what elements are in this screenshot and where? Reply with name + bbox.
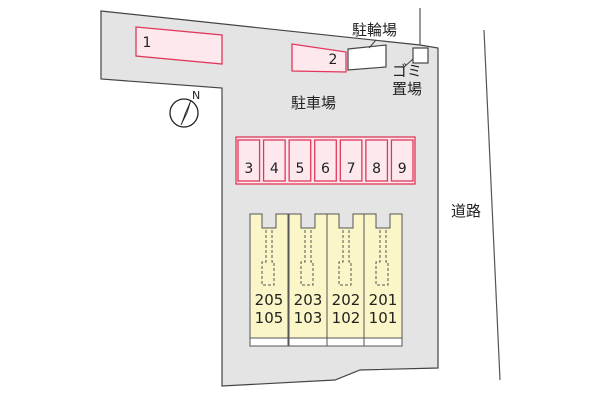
north-arrow-icon: N [169,89,200,128]
north-label: N [192,89,200,102]
room-number-lower: 103 [294,309,323,327]
garbage-label-leader [402,58,414,69]
stall-number: 8 [372,161,381,177]
room-number-upper: 203 [294,291,323,309]
parking-stall-5: 5 [288,139,312,182]
bicycle-parking [347,44,387,71]
stall-number: 1 [143,35,152,51]
stall-number: 6 [321,161,330,177]
room-number-upper: 202 [332,291,361,309]
garbage-label-line2: 置場 [392,80,422,98]
garbage-station [412,47,429,64]
bicycle-parking-label: 駐輪場 [352,21,397,39]
parking-stall-6: 6 [314,139,337,182]
parking-stall-3: 3 [237,139,261,182]
garbage-label-line1: ゴミ [392,62,422,80]
stall-number: 2 [329,52,338,68]
parking-stall-7: 7 [339,139,363,182]
road-right-edge [483,29,501,381]
room-number-lower: 105 [255,309,284,327]
parking-stall-2: 2 [291,43,347,73]
room-number-lower: 102 [332,309,361,327]
stall-number: 9 [398,161,407,177]
stall-number: 4 [270,161,279,177]
parking-lot-label: 駐車場 [291,94,336,112]
parking-stall-9: 9 [390,139,414,182]
room-number-lower: 101 [369,309,398,327]
stall-number: 5 [295,161,304,177]
parking-stall-4: 4 [262,139,286,182]
room-number-upper: 205 [255,291,284,309]
stall-number: 7 [347,161,356,177]
bicycle-label-leader [368,39,377,49]
parking-stall-8: 8 [365,139,389,182]
room-number-upper: 201 [369,291,398,309]
stall-number: 3 [244,161,253,177]
road-label: 道路 [451,202,481,220]
parking-stall-1: 1 [135,26,223,65]
